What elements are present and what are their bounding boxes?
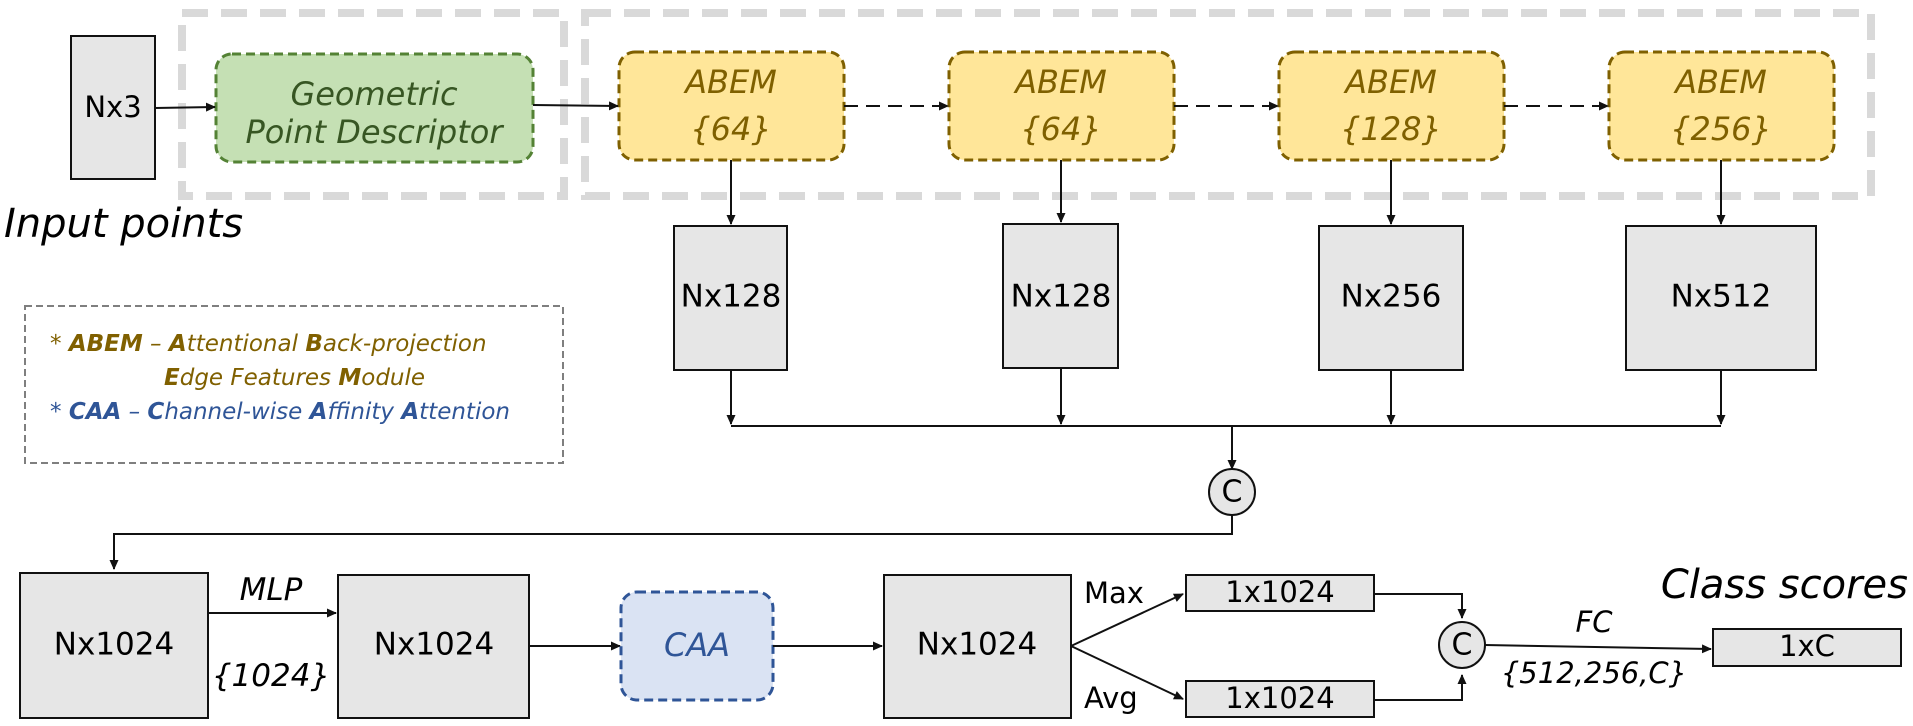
legend-abbr: ABEM	[67, 331, 143, 357]
legend-word: ack-projection	[323, 331, 487, 357]
abem-dim: {64}	[1020, 110, 1101, 148]
abem-output-2: Nx128	[1002, 223, 1119, 369]
legend-initial: A	[308, 399, 328, 425]
max-output-box	[1185, 574, 1375, 612]
concat-symbol-bottom: C	[1452, 628, 1473, 663]
bottom-pipeline: Nx1024 MLP {1024} Nx1024 CAA Nx1024 Max …	[19, 562, 1908, 719]
input-shape-label: Nx3	[84, 90, 141, 124]
feature-label-3: Nx1024	[917, 627, 1037, 663]
concat-node-top: C	[1208, 468, 1256, 516]
fc-dims: {512,256,C}	[1501, 656, 1687, 690]
legend-star: *	[50, 331, 69, 357]
concat-to-bottom-connector	[109, 515, 1233, 570]
feature-label: Nx512	[1671, 279, 1772, 315]
output-box	[1712, 628, 1902, 667]
feature-box	[673, 225, 788, 371]
legend-star: *	[50, 399, 69, 425]
legend-box	[24, 305, 564, 464]
arrow-max-pool	[1070, 593, 1184, 647]
legend-initial: C	[147, 399, 164, 425]
legend-dash: –	[121, 399, 147, 425]
arrow-descriptor-to-abem	[532, 101, 619, 111]
avg-label: Avg	[1084, 681, 1138, 715]
geometric-point-descriptor: Geometric Point Descriptor	[214, 52, 535, 164]
concat-symbol: C	[1222, 475, 1243, 510]
output-caption: Class scores	[1661, 562, 1908, 608]
legend-word: odule	[361, 365, 425, 391]
abem-box	[1607, 50, 1836, 162]
legend-word: hannel-wise	[164, 399, 309, 425]
legend-caa-line: * CAA – Channel-wise Affinity Attention	[50, 399, 510, 425]
legend-initial: E	[164, 365, 180, 391]
input-block: Nx3 Input points	[4, 35, 243, 247]
arrow-fc	[1484, 644, 1712, 654]
descriptor-line-2: Point Descriptor	[246, 113, 505, 151]
feature-box-2	[337, 574, 530, 719]
legend-word: ffinity	[327, 399, 401, 425]
concat-circle	[1208, 468, 1256, 516]
legend-initial: M	[338, 365, 361, 391]
output-label: 1xC	[1779, 629, 1835, 663]
feature-label-1: Nx1024	[54, 627, 174, 663]
caa-label: CAA	[664, 626, 730, 664]
feature-label: Nx128	[1011, 279, 1112, 315]
abem-block-3: ABEM {128}	[1277, 50, 1506, 162]
feature-box-3	[883, 574, 1072, 719]
max-label: Max	[1084, 576, 1144, 610]
descriptor-box	[214, 52, 535, 164]
legend-abbr: CAA	[69, 399, 121, 425]
legend-initial: A	[399, 399, 419, 425]
legend-initial: A	[167, 331, 187, 357]
arrow-avg-to-concat	[1374, 674, 1467, 701]
feature-box	[1625, 225, 1817, 371]
feature-label: Nx128	[681, 279, 782, 315]
avg-output-label: 1x1024	[1225, 681, 1334, 715]
abem-group-outline	[581, 9, 1875, 200]
top-arrows	[154, 101, 1726, 225]
abem-name: ABEM	[1673, 63, 1767, 101]
legend-word: dge Features	[180, 365, 339, 391]
abem-block-4: ABEM {256}	[1607, 50, 1836, 162]
arrow-max-to-concat	[1374, 593, 1467, 619]
mlp-label: MLP	[240, 572, 303, 608]
abem-block-1: ABEM {64}	[617, 50, 846, 162]
abem-name: ABEM	[683, 63, 777, 101]
legend-word: ttention	[419, 399, 510, 425]
abem-output-4: Nx512	[1625, 225, 1817, 371]
abem-dim: {256}	[1670, 110, 1772, 148]
legend-dash: –	[143, 331, 169, 357]
abem-name: ABEM	[1343, 63, 1437, 101]
legend-abem-line-1: * ABEM – Attentional Back-projection	[50, 331, 487, 357]
feature-label-2: Nx1024	[374, 627, 494, 663]
arrow-input-to-descriptor	[154, 102, 216, 112]
abem-output-1: Nx128	[673, 225, 788, 371]
legend-abem-line-2: Edge Features Module	[164, 365, 425, 391]
max-output-label: 1x1024	[1225, 575, 1334, 609]
descriptor-line-1: Geometric	[290, 75, 458, 113]
mlp-dim: {1024}	[212, 658, 330, 694]
abem-block-2: ABEM {64}	[947, 50, 1176, 162]
abem-name: ABEM	[1013, 63, 1107, 101]
abem-output-3: Nx256	[1318, 225, 1464, 371]
input-caption: Input points	[4, 201, 243, 247]
feature-box	[1002, 223, 1119, 369]
feature-box-1	[19, 572, 209, 719]
concat-bus	[109, 368, 1726, 570]
legend-word: ttentional	[187, 331, 306, 357]
feature-box	[1318, 225, 1464, 371]
legend-initial: B	[305, 331, 323, 357]
feature-label: Nx256	[1341, 279, 1442, 315]
input-shape-box	[70, 35, 156, 180]
avg-output-box	[1185, 680, 1375, 718]
abem-dim: {64}	[690, 110, 771, 148]
arrow-avg-pool	[1070, 645, 1184, 700]
fc-label: FC	[1576, 605, 1614, 639]
abem-dim: {128}	[1340, 110, 1442, 148]
legend: * ABEM – Attentional Back-projection Edg…	[24, 305, 564, 464]
